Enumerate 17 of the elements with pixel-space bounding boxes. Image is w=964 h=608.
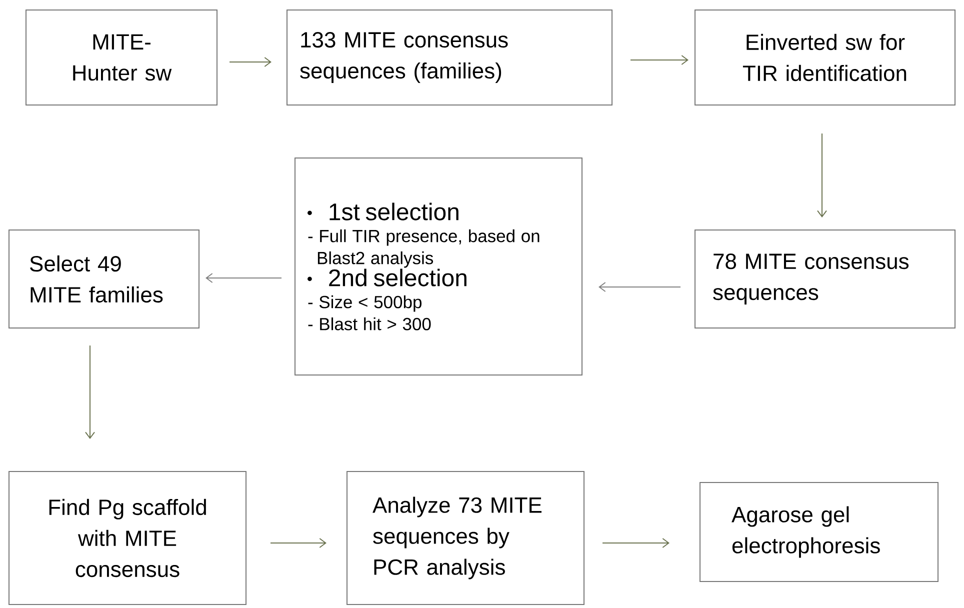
- process-box: 133 MITE consensus sequences (families): [286, 10, 612, 106]
- arrow: [598, 282, 681, 292]
- arrow: [630, 55, 688, 65]
- process-box: Analyze 73 MITE sequences by PCR analysis: [346, 471, 584, 605]
- process-box: Find Pg scaffold with MITE consensus: [8, 471, 246, 605]
- arrow: [229, 57, 272, 67]
- process-box: MITE-Hunter sw: [26, 10, 218, 106]
- process-box: 1st selection - Full TIR presence, based on Blast2 analysis 2nd selection - Size < 500bp - Blast hit > 300: [294, 158, 582, 376]
- process-box: Agarose gel electrophoresis: [700, 482, 938, 582]
- arrow: [817, 133, 827, 218]
- arrow: [270, 538, 326, 548]
- arrow: [85, 345, 95, 439]
- process-box: 78 MITE consensus sequences: [694, 230, 956, 328]
- process-box: Select 49 MITE families: [8, 230, 200, 328]
- process-box: Einverted sw for TIR identification: [694, 10, 956, 106]
- arrow: [206, 273, 282, 283]
- arrow: [602, 538, 670, 548]
